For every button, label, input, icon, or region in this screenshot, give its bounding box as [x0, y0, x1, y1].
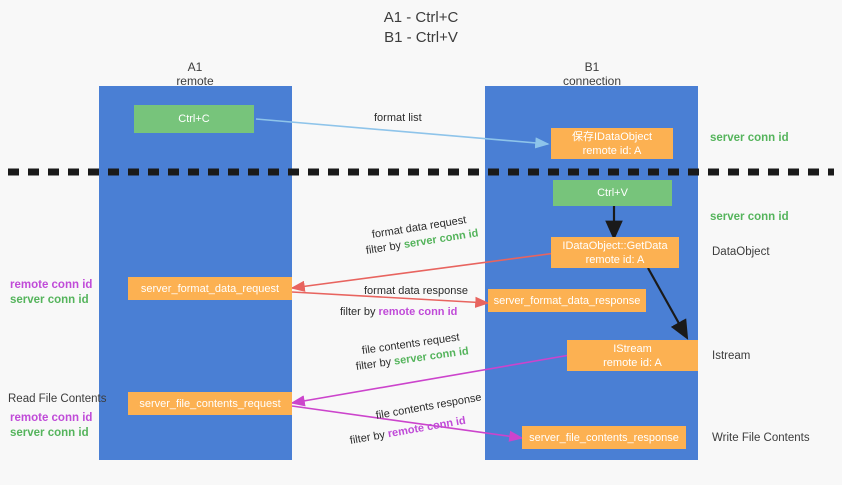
edge-label-file-contents-response: file contents response: [374, 391, 483, 422]
column-header-a1: A1 remote: [115, 60, 275, 88]
left-label-group-format: remote conn id server conn id: [10, 278, 92, 308]
box-save-idataobject[interactable]: 保存IDataObject remote id: A: [551, 128, 673, 159]
filter-by-text-2: filter by: [340, 306, 379, 318]
box-ctrl-c[interactable]: Ctrl+C: [134, 105, 254, 133]
page-title: A1 - Ctrl+C B1 - Ctrl+V: [0, 8, 842, 48]
box-ctrl-v-label: Ctrl+V: [597, 187, 628, 199]
column-a1-sub: remote: [176, 74, 214, 88]
box-ctrl-c-label: Ctrl+C: [178, 113, 210, 125]
box-idataobject-getdata[interactable]: IDataObject::GetData remote id: A: [551, 237, 679, 268]
filter-by-text-1: filter by: [365, 239, 405, 257]
box-server-format-data-response[interactable]: server_format_data_response: [488, 289, 646, 312]
left-label-server-conn-id-1: server conn id: [10, 294, 89, 306]
box-server-file-contents-request-label: server_file_contents_request: [139, 397, 281, 410]
box-server-format-data-request[interactable]: server_format_data_request: [128, 277, 292, 300]
box-server-format-data-response-label: server_format_data_response: [493, 294, 641, 307]
box-istream-sub: remote id: A: [603, 356, 662, 369]
box-server-format-data-request-label: server_format_data_request: [140, 282, 280, 295]
edge-label-format-data-response: format data response: [364, 285, 468, 297]
column-b1-name: B1: [584, 60, 600, 74]
left-label-read-file-contents: Read File Contents: [8, 393, 107, 405]
right-label-write-file-contents: Write File Contents: [712, 432, 810, 444]
right-label-istream: Istream: [712, 350, 751, 362]
edge-label-format-data-response-filter: filter by remote conn id: [340, 305, 457, 319]
title-line-1: A1 - Ctrl+C: [383, 9, 459, 26]
box-istream[interactable]: IStream remote id: A: [567, 340, 698, 371]
remote-conn-id-text-1: remote conn id: [378, 306, 458, 318]
title-line-2: B1 - Ctrl+V: [384, 29, 458, 46]
right-label-server-conn-id-mid: server conn id: [710, 211, 789, 223]
filter-by-text-4: filter by: [348, 428, 389, 447]
box-idataobject-getdata-sub: remote id: A: [585, 253, 645, 266]
box-server-file-contents-request[interactable]: server_file_contents_request: [128, 392, 292, 415]
column-b1-sub: connection: [562, 74, 622, 88]
box-server-file-contents-response-label: server_file_contents_response: [529, 431, 679, 444]
box-ctrl-v[interactable]: Ctrl+V: [553, 180, 672, 206]
left-label-server-conn-id-2: server conn id: [10, 427, 89, 439]
left-label-remote-conn-id-1: remote conn id: [10, 279, 93, 291]
right-label-dataobject: DataObject: [712, 246, 770, 258]
filter-by-text-3: filter by: [355, 355, 395, 373]
box-save-idataobject-label: 保存IDataObject: [571, 130, 653, 143]
edge-label-file-contents-response-filter: filter by remote conn id: [349, 414, 467, 448]
right-label-server-conn-id-top: server conn id: [710, 132, 789, 144]
box-server-file-contents-response[interactable]: server_file_contents_response: [522, 426, 686, 449]
box-istream-label: IStream: [613, 342, 652, 355]
left-label-group-file: remote conn id server conn id: [10, 411, 92, 441]
edge-label-format-list: format list: [374, 112, 422, 124]
box-save-idataobject-sub: remote id: A: [582, 144, 642, 157]
box-idataobject-getdata-label: IDataObject::GetData: [562, 239, 668, 252]
left-label-remote-conn-id-2: remote conn id: [10, 412, 93, 424]
column-header-b1: B1 connection: [512, 60, 672, 88]
column-a1-name: A1: [187, 60, 203, 74]
